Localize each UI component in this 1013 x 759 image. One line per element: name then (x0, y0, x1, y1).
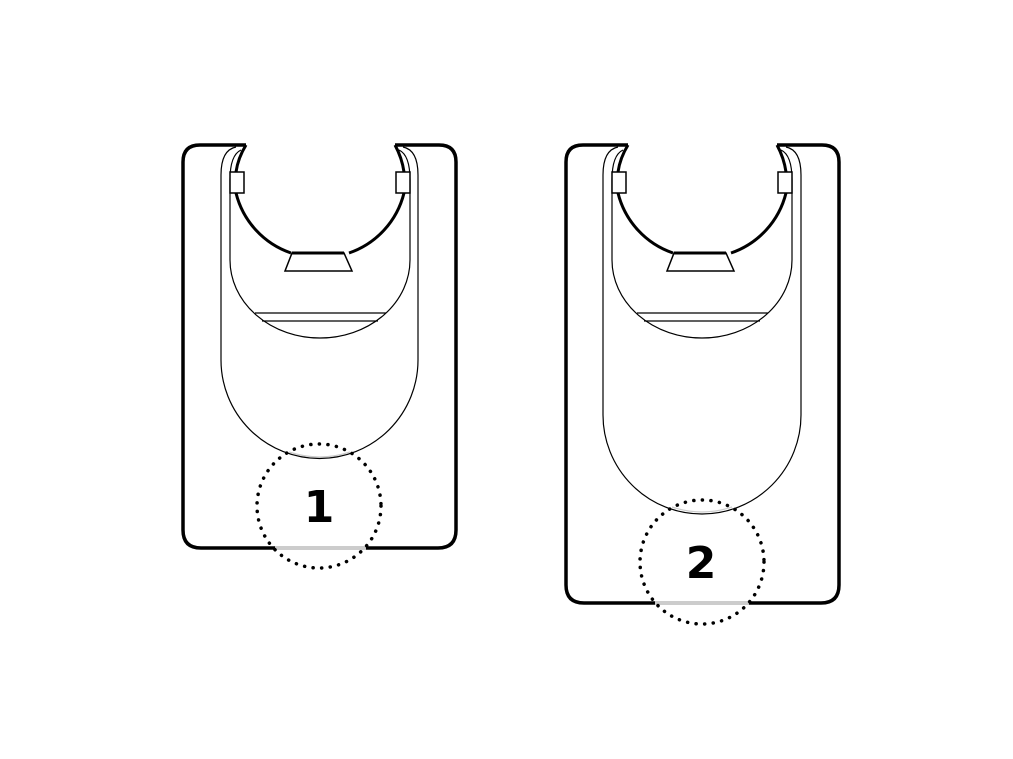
bracket-2-inner-tray (602, 146, 802, 515)
bracket-2-cradle (616, 144, 788, 255)
callout-label-2: 2 (686, 538, 717, 589)
bracket-2: 2 (564, 143, 841, 626)
callout-circle-1 (255, 442, 383, 570)
bracket-2-outer-body (564, 143, 841, 605)
callout-circle-2 (638, 498, 766, 626)
bracket-2-stud (665, 252, 736, 272)
bracket-1: 1 (181, 143, 458, 570)
bracket-1-inner-tray (220, 146, 419, 460)
bracket-1-cradle (234, 144, 406, 255)
callout-label-1: 1 (304, 482, 335, 533)
bracket-1-stud (283, 252, 354, 272)
